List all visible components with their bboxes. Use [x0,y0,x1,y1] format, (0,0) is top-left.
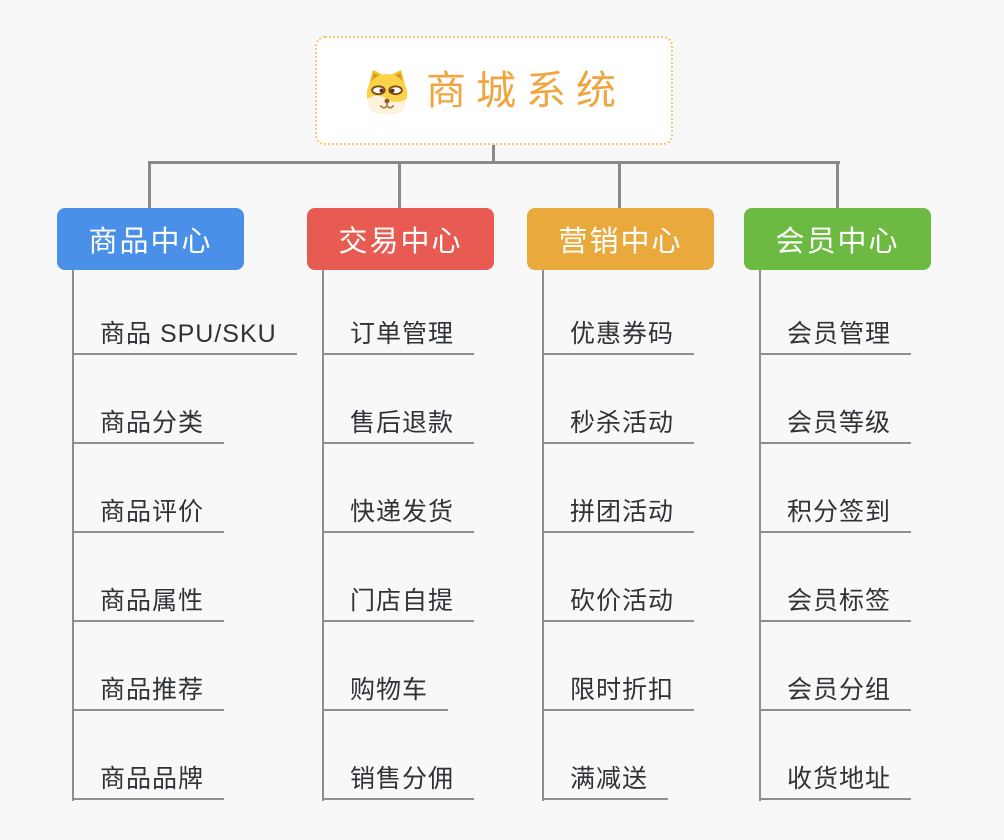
connector-drop-marketing [618,161,621,209]
branch-children-marketing-center: 优惠券码 秒杀活动 拼团活动 砍价活动 限时折扣 满减送 [542,270,772,801]
child-node[interactable]: 商品品牌 [72,760,225,800]
connector-drop-product [148,161,151,209]
child-node[interactable]: 收货地址 [759,760,912,800]
branch-node-member-center[interactable]: 会员中心 [744,208,931,270]
child-node[interactable]: 会员管理 [759,315,912,355]
child-node[interactable]: 商品分类 [72,404,225,444]
branch-children-member-center: 会员管理 会员等级 积分签到 会员标签 会员分组 收货地址 [759,270,989,801]
child-node[interactable]: 会员等级 [759,404,912,444]
child-node[interactable]: 会员分组 [759,671,912,711]
child-node[interactable]: 商品评价 [72,493,225,533]
child-node[interactable]: 砍价活动 [542,582,695,622]
child-node[interactable]: 快递发货 [322,493,475,533]
child-node[interactable]: 购物车 [322,671,449,711]
child-node[interactable]: 商品 SPU/SKU [72,315,297,355]
connector-root-stem [492,145,495,163]
child-node[interactable]: 商品推荐 [72,671,225,711]
child-node[interactable]: 优惠券码 [542,315,695,355]
root-node[interactable]: 商城系统 [315,36,673,145]
branch-node-marketing-center[interactable]: 营销中心 [527,208,714,270]
child-node[interactable]: 会员标签 [759,582,912,622]
child-node[interactable]: 售后退款 [322,404,475,444]
connector-bus-line [149,161,840,164]
child-node[interactable]: 积分签到 [759,493,912,533]
branch-children-trade-center: 订单管理 售后退款 快递发货 门店自提 购物车 销售分佣 [322,270,552,801]
child-node[interactable]: 商品属性 [72,582,225,622]
branch-node-trade-center[interactable]: 交易中心 [307,208,494,270]
child-node[interactable]: 秒杀活动 [542,404,695,444]
child-node[interactable]: 限时折扣 [542,671,695,711]
child-node[interactable]: 拼团活动 [542,493,695,533]
child-node[interactable]: 满减送 [542,760,669,800]
branch-children-product-center: 商品 SPU/SKU 商品分类 商品评价 商品属性 商品推荐 商品品牌 [72,270,302,801]
branch-node-product-center[interactable]: 商品中心 [57,208,244,270]
connector-drop-member [836,161,839,209]
child-node[interactable]: 门店自提 [322,582,475,622]
child-node[interactable]: 订单管理 [322,315,475,355]
root-title: 商城系统 [426,68,626,113]
child-node[interactable]: 销售分佣 [322,760,475,800]
connector-drop-trade [398,161,401,209]
dog-face-icon [362,66,412,116]
